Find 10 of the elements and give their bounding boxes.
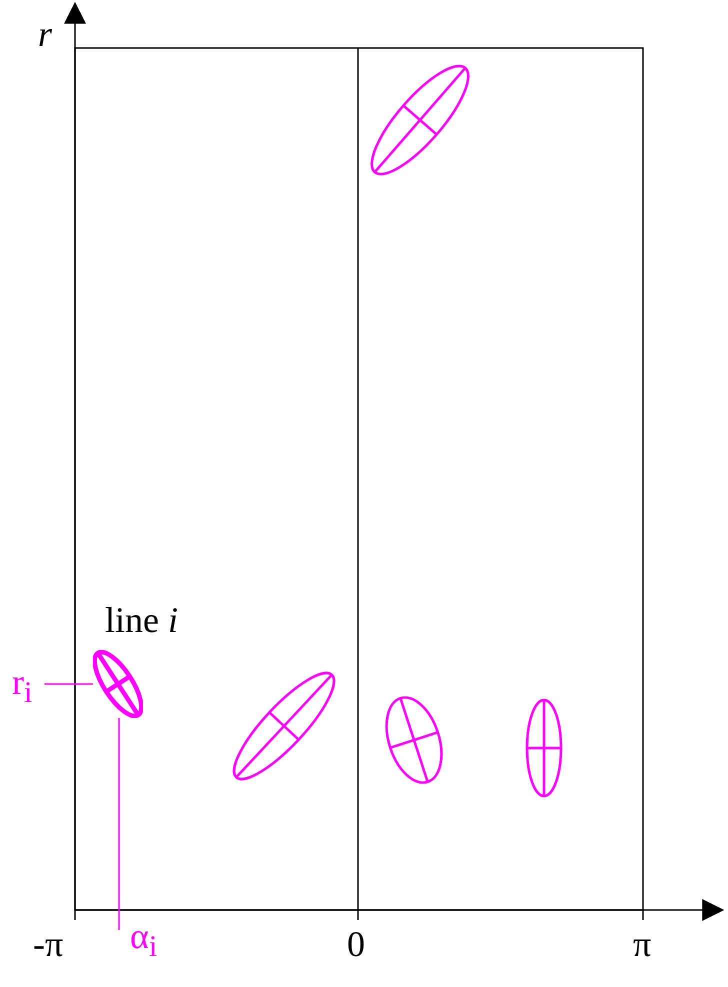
tick-label: 0 bbox=[347, 926, 365, 962]
axis-label: r bbox=[38, 16, 52, 52]
line-label: line i bbox=[105, 602, 178, 638]
leader-line bbox=[44, 683, 93, 685]
variable-label: α$_{i}$ bbox=[117, 918, 158, 962]
error-ellipse bbox=[93, 650, 143, 718]
leader-line bbox=[118, 718, 120, 930]
tick-label: π bbox=[633, 926, 652, 962]
variable-label: r$_{i}$ bbox=[12, 664, 44, 708]
tick-label: -π bbox=[33, 926, 64, 962]
